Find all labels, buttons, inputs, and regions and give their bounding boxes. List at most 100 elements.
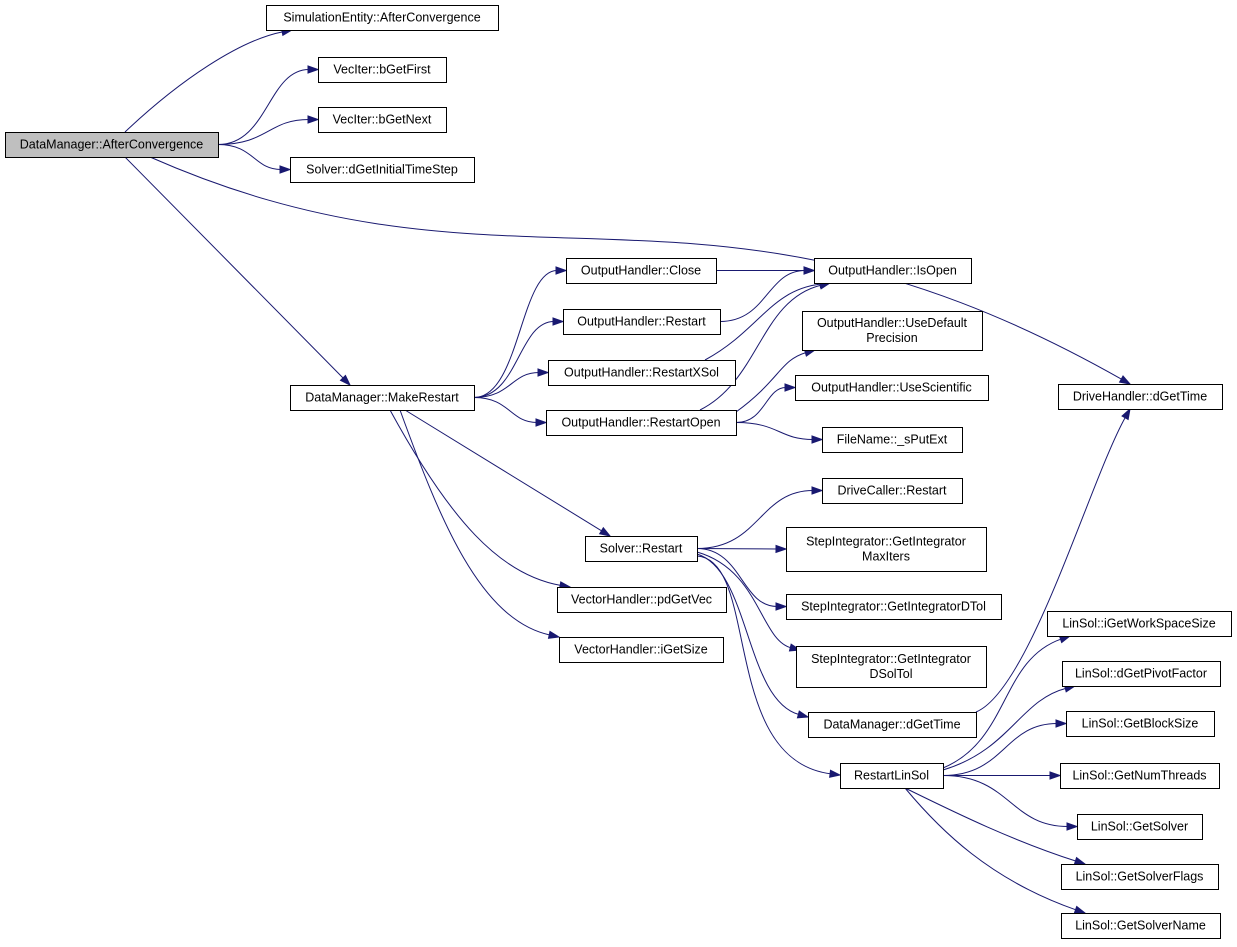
- nodes-layer: DataManager::AfterConvergence SimulationE…: [5, 5, 1232, 939]
- edge-restartlinsol-to-linsol_threads: [943, 771, 1062, 780]
- edge-solver_restart-to-si_maxiters: [696, 544, 788, 554]
- node-box: [559, 637, 724, 663]
- node-linsol-threads[interactable]: LinSol::GetNumThreads: [1060, 763, 1220, 789]
- arrowhead: [1118, 375, 1132, 385]
- node-dc-restart[interactable]: DriveCaller::Restart: [822, 478, 963, 504]
- node-linsol-block[interactable]: LinSol::GetBlockSize: [1066, 711, 1215, 737]
- node-box: [290, 157, 475, 183]
- arrowhead: [1073, 905, 1087, 914]
- node-label: SimulationEntity::AfterConvergence: [283, 11, 480, 25]
- node-oh-usesci[interactable]: OutputHandler::UseScientific: [795, 375, 989, 401]
- edge-dm_after-to-sim_after: [124, 27, 294, 133]
- node-label: MaxIters: [862, 550, 910, 564]
- edge-restartlinsol-to-linsol_name: [904, 787, 1087, 914]
- node-fn-sputext[interactable]: FileName::_sPutExt: [822, 427, 963, 453]
- arrowhead: [537, 368, 550, 377]
- node-box: [786, 594, 1002, 620]
- edge-line: [696, 551, 792, 649]
- arrowhead: [598, 526, 612, 537]
- edge-line: [217, 119, 310, 145]
- edge-dm_after-to-dm_makerestart: [124, 156, 352, 387]
- node-label: DriveCaller::Restart: [837, 484, 947, 498]
- edge-line: [124, 156, 345, 380]
- arrowhead: [1049, 771, 1062, 780]
- edge-line: [217, 144, 282, 170]
- edge-dm_after-to-drive_dgettime: [149, 156, 1132, 385]
- node-label: OutputHandler::UseScientific: [811, 381, 972, 395]
- edge-dm_after-to-solver_dgit: [217, 144, 292, 174]
- node-si-dtol[interactable]: StepIntegrator::GetIntegratorDTol: [786, 594, 1002, 620]
- node-label: FileName::_sPutExt: [837, 433, 948, 447]
- edge-line: [735, 351, 807, 413]
- edge-line: [696, 548, 778, 607]
- node-box: [822, 478, 963, 504]
- node-label: OutputHandler::RestartOpen: [561, 416, 720, 430]
- node-label: LinSol::dGetPivotFactor: [1075, 667, 1207, 681]
- edge-line: [149, 156, 1123, 380]
- node-linsol-pivot[interactable]: LinSol::dGetPivotFactor: [1062, 661, 1221, 687]
- arrowhead: [829, 769, 842, 778]
- node-oh-restart[interactable]: OutputHandler::Restart: [563, 309, 721, 335]
- arrowhead: [555, 266, 568, 275]
- node-linsol-solver[interactable]: LinSol::GetSolver: [1077, 814, 1203, 840]
- node-label: OutputHandler::Close: [581, 264, 701, 278]
- edge-dm_after-to-veciter_next: [217, 115, 320, 145]
- node-box: [822, 427, 963, 453]
- node-box: [5, 132, 219, 158]
- node-drive-dgettime[interactable]: DriveHandler::dGetTime: [1058, 384, 1223, 410]
- edge-line: [904, 787, 1077, 862]
- arrowhead: [535, 418, 548, 427]
- edge-line: [735, 422, 814, 440]
- node-solver-dgit[interactable]: Solver::dGetInitialTimeStep: [290, 157, 475, 183]
- node-vh-igetsize[interactable]: VectorHandler::iGetSize: [559, 637, 724, 663]
- node-linsol-flags[interactable]: LinSol::GetSolverFlags: [1061, 864, 1219, 890]
- node-linsol-name[interactable]: LinSol::GetSolverName: [1061, 913, 1221, 939]
- edge-dm_after-to-veciter_first: [217, 65, 320, 145]
- node-box: [1047, 611, 1232, 637]
- edge-line: [399, 409, 551, 636]
- edge-line: [404, 409, 603, 532]
- node-box: [796, 646, 987, 688]
- node-label: StepIntegrator::GetIntegrator: [811, 652, 971, 666]
- node-veciter-next[interactable]: VecIter::bGetNext: [318, 107, 447, 133]
- edge-solver_restart-to-restartlinsol: [696, 555, 842, 778]
- node-box: [1060, 763, 1220, 789]
- node-box: [814, 258, 972, 284]
- node-label: LinSol::GetSolver: [1091, 820, 1188, 834]
- edge-line: [942, 687, 1067, 771]
- node-box: [318, 107, 447, 133]
- node-label: StepIntegrator::GetIntegrator: [806, 535, 966, 549]
- arrowhead: [547, 630, 561, 639]
- edge-dm_makerestart-to-oh_restartopen: [473, 397, 548, 427]
- node-restartlinsol[interactable]: RestartLinSol: [840, 763, 944, 789]
- node-oh-restartopen[interactable]: OutputHandler::RestartOpen: [546, 410, 737, 436]
- node-label: VectorHandler::pdGetVec: [571, 593, 712, 607]
- node-dm-after[interactable]: DataManager::AfterConvergence: [5, 132, 219, 158]
- node-oh-close[interactable]: OutputHandler::Close: [566, 258, 717, 284]
- node-label: DataManager::dGetTime: [823, 718, 960, 732]
- edge-line: [735, 387, 787, 423]
- arrowhead: [307, 115, 320, 124]
- edge-line: [942, 723, 1058, 776]
- edge-line: [975, 416, 1127, 713]
- node-box: [786, 527, 987, 572]
- node-label: OutputHandler::UseDefault: [817, 316, 968, 330]
- node-linsol-wss[interactable]: LinSol::iGetWorkSpaceSize: [1047, 611, 1232, 637]
- node-oh-isopen[interactable]: OutputHandler::IsOpen: [814, 258, 972, 284]
- node-veciter-first[interactable]: VecIter::bGetFirst: [318, 57, 447, 83]
- edge-solver_restart-to-si_dtol: [696, 548, 788, 611]
- node-dm-dgettime[interactable]: DataManager::dGetTime: [808, 712, 977, 738]
- edge-line: [473, 270, 558, 398]
- node-oh-restartxsol[interactable]: OutputHandler::RestartXSol: [548, 360, 736, 386]
- node-sim-after[interactable]: SimulationEntity::AfterConvergence: [266, 5, 499, 31]
- node-box: [802, 311, 983, 351]
- node-solver-restart[interactable]: Solver::Restart: [585, 536, 698, 562]
- node-vh-pdgetvec[interactable]: VectorHandler::pdGetVec: [557, 587, 727, 613]
- node-dm-makerestart[interactable]: DataManager::MakeRestart: [290, 385, 475, 411]
- edge-solver_restart-to-dm_dgettime: [696, 553, 810, 719]
- arrowhead: [279, 165, 292, 174]
